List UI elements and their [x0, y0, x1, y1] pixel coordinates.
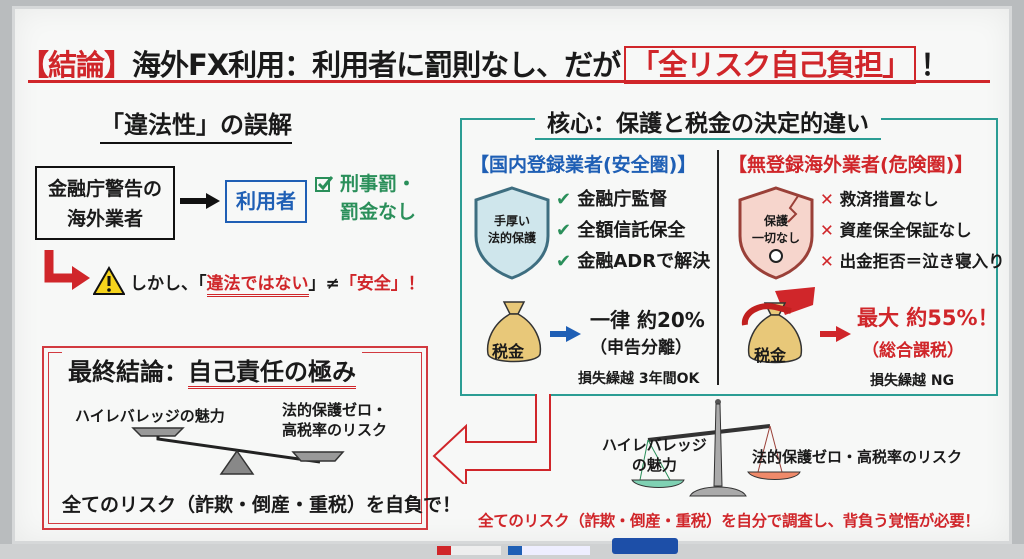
core-title: 核心：保護と税金の決定的違い [535, 104, 881, 140]
warning-prefix: しかし、 [130, 273, 198, 294]
risk-label-line: 法的保護ゼロ・ [282, 401, 388, 419]
label-line: の魅力 [631, 456, 677, 474]
title-bracket: 【結論】 [20, 48, 133, 82]
label-line: ハイレバレッジ [602, 436, 707, 454]
list-item: ✕ 出金拒否＝泣き寝入り [820, 246, 1005, 277]
leverage-label: ハイレバレッジの魅力 [75, 407, 225, 425]
title-prefix: 最終結論： [68, 358, 188, 386]
note-line: 罰金なし [340, 201, 417, 223]
risk-label: 法的保護ゼロ・高税率のリスク [282, 400, 387, 440]
not-equal-sign: ≠ [325, 273, 340, 294]
warning-icon [93, 266, 125, 295]
shield-line: 保護 [763, 214, 788, 228]
not-illegal-text: 違法ではない [206, 273, 309, 297]
final-conclusion-box [42, 346, 428, 530]
list-item: ✕ 救済措置なし [820, 184, 1005, 215]
user-box: 利用者 [225, 180, 307, 223]
balance-scale-icon [631, 399, 801, 497]
offshore-risks-list: ✕ 救済措置なし ✕ 資産保全保証なし ✕ 出金拒否＝泣き寝入り [820, 184, 1005, 277]
red-marker [437, 546, 501, 555]
shield-icon [474, 186, 550, 280]
domestic-tax-type: （申告分離） [590, 338, 692, 358]
column-divider [717, 150, 719, 385]
item-text: 全額信託保全 [577, 220, 686, 241]
shield-line: 手厚い [493, 214, 530, 228]
quote: 「 [198, 273, 207, 294]
offshore-header: 【無登録海外業者(危険圏)】 [728, 154, 974, 176]
page-title: 【結論】海外FX利用：利用者に罰則なし、だが「全リスク自己負担」！ [20, 42, 949, 84]
quote: 」 [308, 273, 326, 294]
blue-marker [508, 546, 590, 555]
cross-icon: ✕ [820, 190, 834, 209]
risk-label-line: 高税率のリスク [282, 421, 388, 439]
elbow-arrow-icon [44, 250, 90, 290]
final-conclusion-title: 最終結論：自己責任の極み [62, 352, 362, 389]
shield-text: 手厚い法的保護 [478, 213, 546, 247]
shield-line: 一切なし [751, 231, 800, 245]
money-bag-icon [486, 301, 542, 363]
domestic-benefits-list: ✔ 金融庁監督 ✔ 全額信託保全 ✔ 金融ADRで解決 [556, 184, 710, 277]
right-arrow-icon [180, 193, 220, 209]
title-end: ！ [920, 48, 949, 82]
misconception-title: 「違法性」の誤解 [100, 105, 292, 144]
title-boxed: 「全リスク自己負担」 [624, 46, 917, 84]
item-text: 資産保全保証なし [839, 221, 972, 240]
offshore-tax-type: （総合課税） [862, 341, 964, 361]
seesaw-icon [131, 427, 345, 475]
item-text: 出金拒否＝泣き寝入り [839, 252, 1005, 271]
check-icon: ✔ [556, 189, 572, 210]
fsa-box-line: 海外業者 [66, 208, 143, 230]
money-bag-grabbed-icon [741, 287, 815, 364]
scale-right-label: 法的保護ゼロ・高税率のリスク [752, 448, 963, 466]
shield-line: 法的保護 [487, 231, 536, 245]
broken-shield-icon [738, 186, 814, 280]
check-icon: ✔ [556, 251, 572, 272]
no-penalty-note: 刑事罰・ 罰金なし [340, 170, 416, 226]
list-item: ✔ 金融ADRで解決 [556, 246, 710, 277]
final-message: 全てのリスク（詐欺・倒産・重税）を自負で！ [62, 494, 462, 516]
shield-text: 保護一切なし [742, 213, 810, 247]
list-item: ✔ 全額信託保全 [556, 215, 710, 246]
domestic-header: 【国内登録業者(安全圏)】 [470, 154, 697, 176]
blue-arrow-icon [550, 326, 581, 342]
cross-icon: ✕ [820, 252, 834, 271]
title-main: 海外FX利用：利用者に罰則なし、だが [132, 48, 621, 82]
offshore-loss-carryover: 損失繰越 NG [870, 373, 955, 389]
offshore-tax-rate: 最大 約55%！ [857, 306, 999, 330]
tax-bag-label: 税金 [754, 346, 787, 365]
bottom-message: 全てのリスク（詐欺・倒産・重税）を自分で調査し、背負う覚悟が必要！ [478, 512, 980, 530]
tax-bag-label: 税金 [492, 342, 525, 361]
note-line: 刑事罰・ [340, 173, 417, 195]
item-text: 救済措置なし [839, 190, 939, 209]
cross-icon: ✕ [820, 221, 834, 240]
list-item: ✔ 金融庁監督 [556, 184, 710, 215]
return-arrow-icon [432, 394, 551, 484]
safe-text: 「安全」 [339, 273, 408, 294]
item-text: 金融庁監督 [577, 189, 668, 210]
list-item: ✕ 資産保全保証なし [820, 215, 1005, 246]
scale-left-label: ハイレバレッジの魅力 [602, 435, 707, 475]
fsa-warned-broker-box: 金融庁警告の 海外業者 [35, 166, 175, 240]
red-arrow-icon [820, 326, 851, 342]
title-emphasis: 自己責任の極み [188, 358, 356, 389]
exclamation: ！ [407, 273, 425, 294]
check-icon: ✔ [556, 220, 572, 241]
eraser [612, 538, 678, 554]
title-underline [28, 80, 990, 83]
fsa-box-line: 金融庁警告の [47, 178, 162, 200]
checkbox-icon [315, 176, 333, 192]
domestic-loss-carryover: 損失繰越 3年間OK [578, 371, 700, 387]
warning-row: しかし、「違法ではない」≠「安全」！ [93, 266, 425, 297]
domestic-tax-rate: 一律 約20% [590, 308, 705, 332]
item-text: 金融ADRで解決 [577, 251, 711, 272]
